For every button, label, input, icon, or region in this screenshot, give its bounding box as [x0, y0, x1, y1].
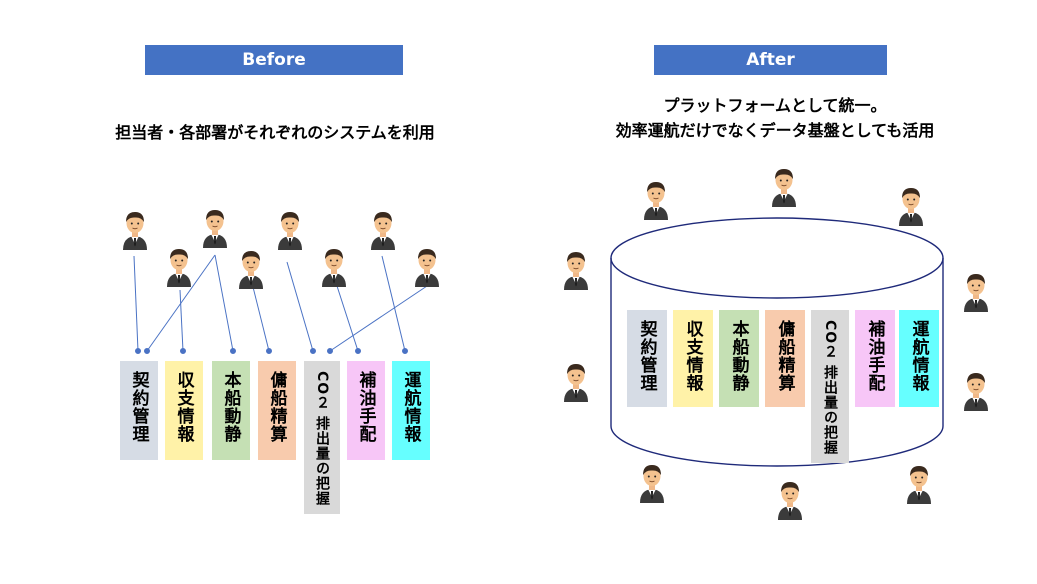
after-system-operation-info: 運航情報: [899, 310, 939, 407]
system-label: 運航情報: [400, 371, 421, 443]
after-system-co2-emissions: CO２ 排出量の把握: [811, 310, 849, 463]
before-system-charter-settlement: 傭船精算: [258, 361, 296, 460]
system-label: 契約管理: [636, 320, 657, 392]
businessman-icon: [560, 362, 592, 402]
system-label: 収支情報: [682, 320, 703, 392]
system-label: 補油手配: [355, 371, 376, 443]
system-label: 運航情報: [908, 320, 929, 392]
businessman-icon: [895, 186, 927, 226]
businessman-icon: [235, 249, 267, 289]
businessman-icon: [640, 180, 672, 220]
system-label: 本船動静: [220, 371, 241, 443]
businessman-icon: [960, 371, 992, 411]
after-system-bunkering: 補油手配: [855, 310, 895, 407]
before-system-vessel-movement: 本船動静: [212, 361, 250, 460]
before-system-contract-management: 契約管理: [120, 361, 158, 460]
system-label: 補油手配: [864, 320, 885, 392]
businessman-icon: [119, 210, 151, 250]
businessman-icon: [367, 210, 399, 250]
after-system-charter-settlement: 傭船精算: [765, 310, 805, 407]
businessman-icon: [163, 247, 195, 287]
businessman-icon: [768, 167, 800, 207]
after-system-contract-management: 契約管理: [627, 310, 667, 407]
system-label: 収支情報: [173, 371, 194, 443]
businessman-icon: [903, 464, 935, 504]
after-system-vessel-movement: 本船動静: [719, 310, 759, 407]
businessman-icon: [636, 463, 668, 503]
businessman-icon: [411, 247, 443, 287]
after-subtitle-line2: 効率運航だけでなくデータ基盤としても活用: [615, 121, 935, 140]
before-system-operation-info: 運航情報: [392, 361, 430, 460]
data-platform-cylinder: [610, 217, 944, 467]
system-label: CO２ 排出量の把握: [822, 320, 838, 456]
before-system-income-expense: 収支情報: [165, 361, 203, 460]
businessman-icon: [560, 250, 592, 290]
businessman-icon: [318, 247, 350, 287]
businessman-icon: [274, 210, 306, 250]
after-header: After: [654, 45, 887, 75]
system-label: 傭船精算: [774, 320, 795, 392]
after-system-income-expense: 収支情報: [673, 310, 713, 407]
before-system-bunkering: 補油手配: [347, 361, 385, 460]
before-header: Before: [145, 45, 403, 75]
businessman-icon: [774, 480, 806, 520]
system-label: 傭船精算: [266, 371, 287, 443]
before-system-co2-emissions: CO２ 排出量の把握: [304, 361, 340, 514]
system-label: 契約管理: [128, 371, 149, 443]
before-subtitle: 担当者・各部署がそれぞれのシステムを利用: [115, 123, 435, 142]
businessman-icon: [199, 208, 231, 248]
system-label: CO２ 排出量の把握: [314, 371, 330, 507]
system-label: 本船動静: [728, 320, 749, 392]
after-subtitle-line1: プラットフォームとして統一。: [663, 96, 887, 115]
businessman-icon: [960, 272, 992, 312]
before-connectors: [133, 254, 428, 354]
